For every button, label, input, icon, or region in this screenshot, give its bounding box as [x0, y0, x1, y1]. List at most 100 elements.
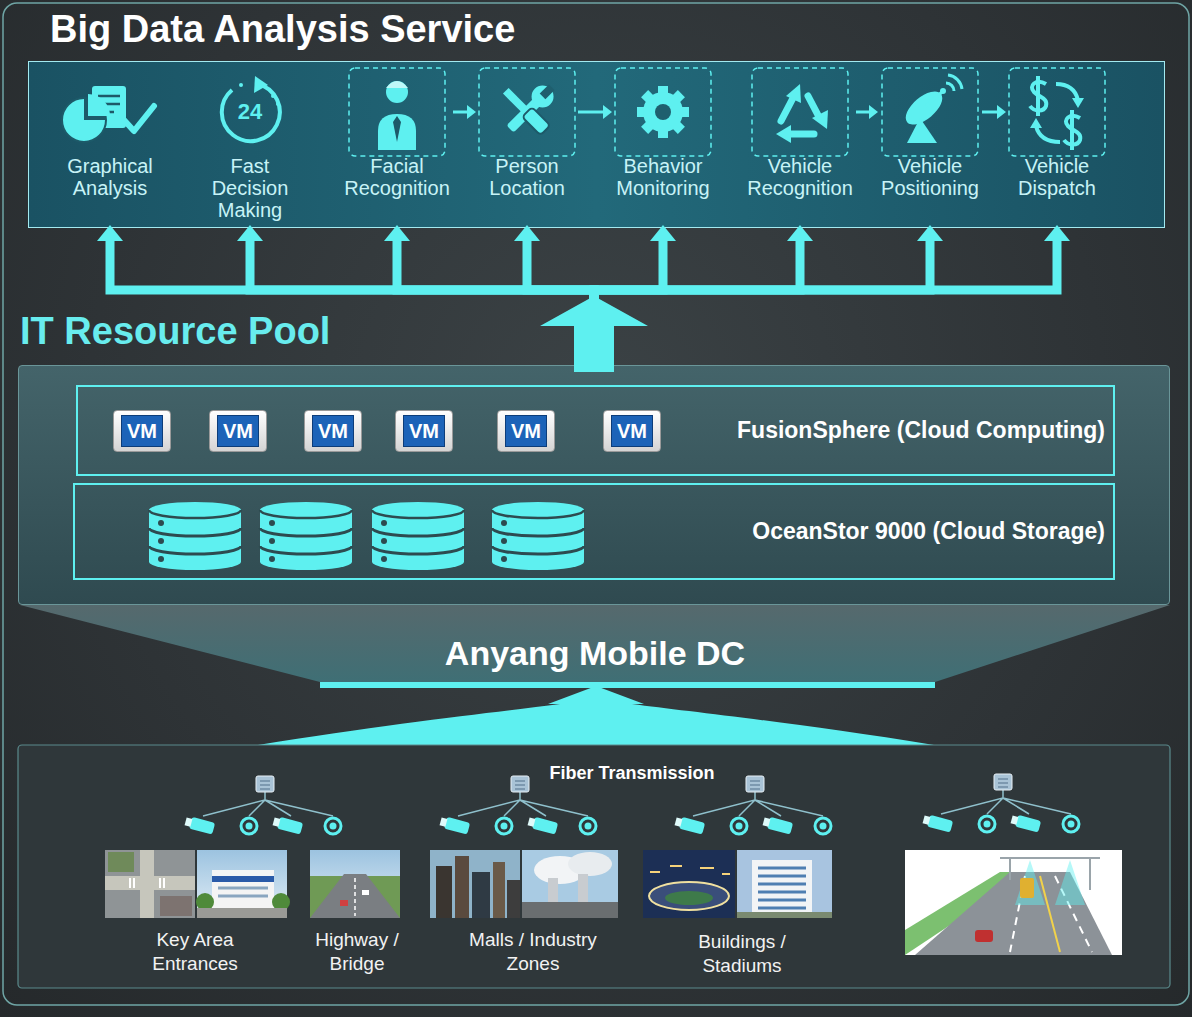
label-box: Key Area Entrances: [139, 928, 251, 976]
dashed-icon-frame: [882, 68, 978, 156]
clock-number: 24: [220, 100, 280, 124]
intersection-photo: [108, 852, 134, 872]
vm-icon: VM: [304, 410, 362, 452]
city-photo: [493, 862, 505, 918]
tools-icon: [502, 79, 559, 136]
service-item: Graphical Analysis: [59, 67, 161, 225]
camera-cluster: [674, 776, 831, 835]
label-box: 24: [220, 100, 280, 124]
building-photo: [737, 850, 832, 918]
highway-photo: [354, 878, 356, 916]
highway-photo: [310, 850, 400, 918]
road-illustration: [1020, 878, 1034, 898]
exchange-icon: [1070, 110, 1074, 150]
service-label: Person Location: [489, 155, 565, 199]
arrowhead: [384, 225, 410, 241]
industry-photo: [522, 850, 618, 918]
service-label: Fast Decision Making: [212, 155, 289, 221]
highway-photo: [310, 874, 400, 918]
vm-label: VM: [312, 415, 354, 447]
satellite-icon: [900, 75, 962, 143]
photo-caption: Malls / Industry Zones: [455, 928, 611, 976]
road-illustration: [1000, 858, 1100, 890]
satellite-icon: [907, 118, 937, 143]
vm-icon: VM: [497, 410, 555, 452]
icon-space: [1006, 67, 1108, 155]
storage-cylinder: [492, 502, 584, 570]
satellite-icon: [900, 85, 948, 130]
intersection-photo: [105, 850, 195, 918]
dashed-icon-frame: [349, 68, 445, 156]
vm-label: VM: [611, 415, 653, 447]
vm-icon: VM: [209, 410, 267, 452]
icon-space: [341, 67, 453, 155]
sensing-panel: [18, 745, 1170, 988]
recycle-icon: [776, 84, 828, 143]
resource-label: FusionSphere (Cloud Computing): [737, 417, 1105, 444]
entrance-photo: [196, 850, 290, 918]
stadium-photo: [650, 866, 730, 874]
connector-arrow: [97, 225, 594, 308]
gear-icon: [637, 86, 689, 138]
dashed-icon-frame: [479, 68, 575, 156]
band-edge: [320, 682, 935, 688]
outer-frame: [3, 3, 1189, 1005]
connector-line: [856, 111, 869, 114]
vm-icon: VM: [395, 410, 453, 452]
city-photo: [430, 850, 520, 918]
connector-line: [397, 241, 594, 308]
service-label: Vehicle Recognition: [747, 155, 853, 199]
service-item: Vehicle Recognition: [744, 67, 856, 225]
arrowhead: [237, 225, 263, 241]
vm-icon: VM: [603, 410, 661, 452]
recycle-icon: [812, 110, 828, 129]
arrowhead: [1044, 225, 1070, 241]
building-photo: [758, 868, 806, 908]
intersection-photo: [130, 878, 164, 888]
building-photo: [752, 860, 812, 918]
icon-space: [476, 67, 578, 155]
connector-line: [250, 241, 594, 308]
connector-arrow: [594, 225, 676, 308]
camera-cluster: [184, 776, 341, 835]
exchange-arrowhead: [1030, 118, 1042, 128]
connector-arrow: [514, 225, 594, 308]
building-photo: [737, 912, 832, 918]
icon-space: [878, 67, 982, 155]
arrowhead: [514, 225, 540, 241]
band-label: Anyang Mobile DC: [445, 633, 745, 673]
entrance-photo: [212, 870, 274, 908]
arrowhead: [917, 225, 943, 241]
connector-arrow: [594, 225, 813, 308]
dashed-icon-frame: [349, 68, 1105, 156]
connector-arrow: [384, 225, 594, 308]
connector-arrow: [453, 105, 476, 119]
person-icon: [386, 81, 408, 88]
city-photo: [472, 872, 490, 918]
highway-photo: [362, 890, 369, 895]
clock-icon: [271, 94, 275, 98]
entrance-photo: [212, 876, 274, 882]
label-box: Highway / Bridge: [305, 928, 409, 976]
section-heading: Big Data Analysis Service: [50, 6, 1165, 52]
camera-cluster: [922, 774, 1079, 833]
storage-cylinder: [372, 502, 464, 570]
highway-photo: [340, 900, 348, 906]
band-outline: [20, 605, 1170, 682]
person-icon: [378, 114, 416, 150]
tools-icon: [503, 88, 530, 115]
service-panel: Big Data Analysis ServiceGraphical Analy…: [28, 6, 1165, 228]
graphical-icon: [124, 106, 154, 131]
icon-space: [59, 67, 161, 155]
industry-photo: [568, 852, 612, 876]
connector-arrow: [982, 105, 1006, 119]
service-item: Facial Recognition: [341, 67, 453, 225]
connector-arrow: [578, 105, 612, 119]
arrowhead: [787, 225, 813, 241]
service-label: Graphical Analysis: [67, 155, 153, 199]
vm-icon: VM: [113, 410, 171, 452]
gear-icon: [655, 104, 671, 120]
clock-icon: [276, 102, 280, 106]
person-icon: [378, 81, 416, 150]
